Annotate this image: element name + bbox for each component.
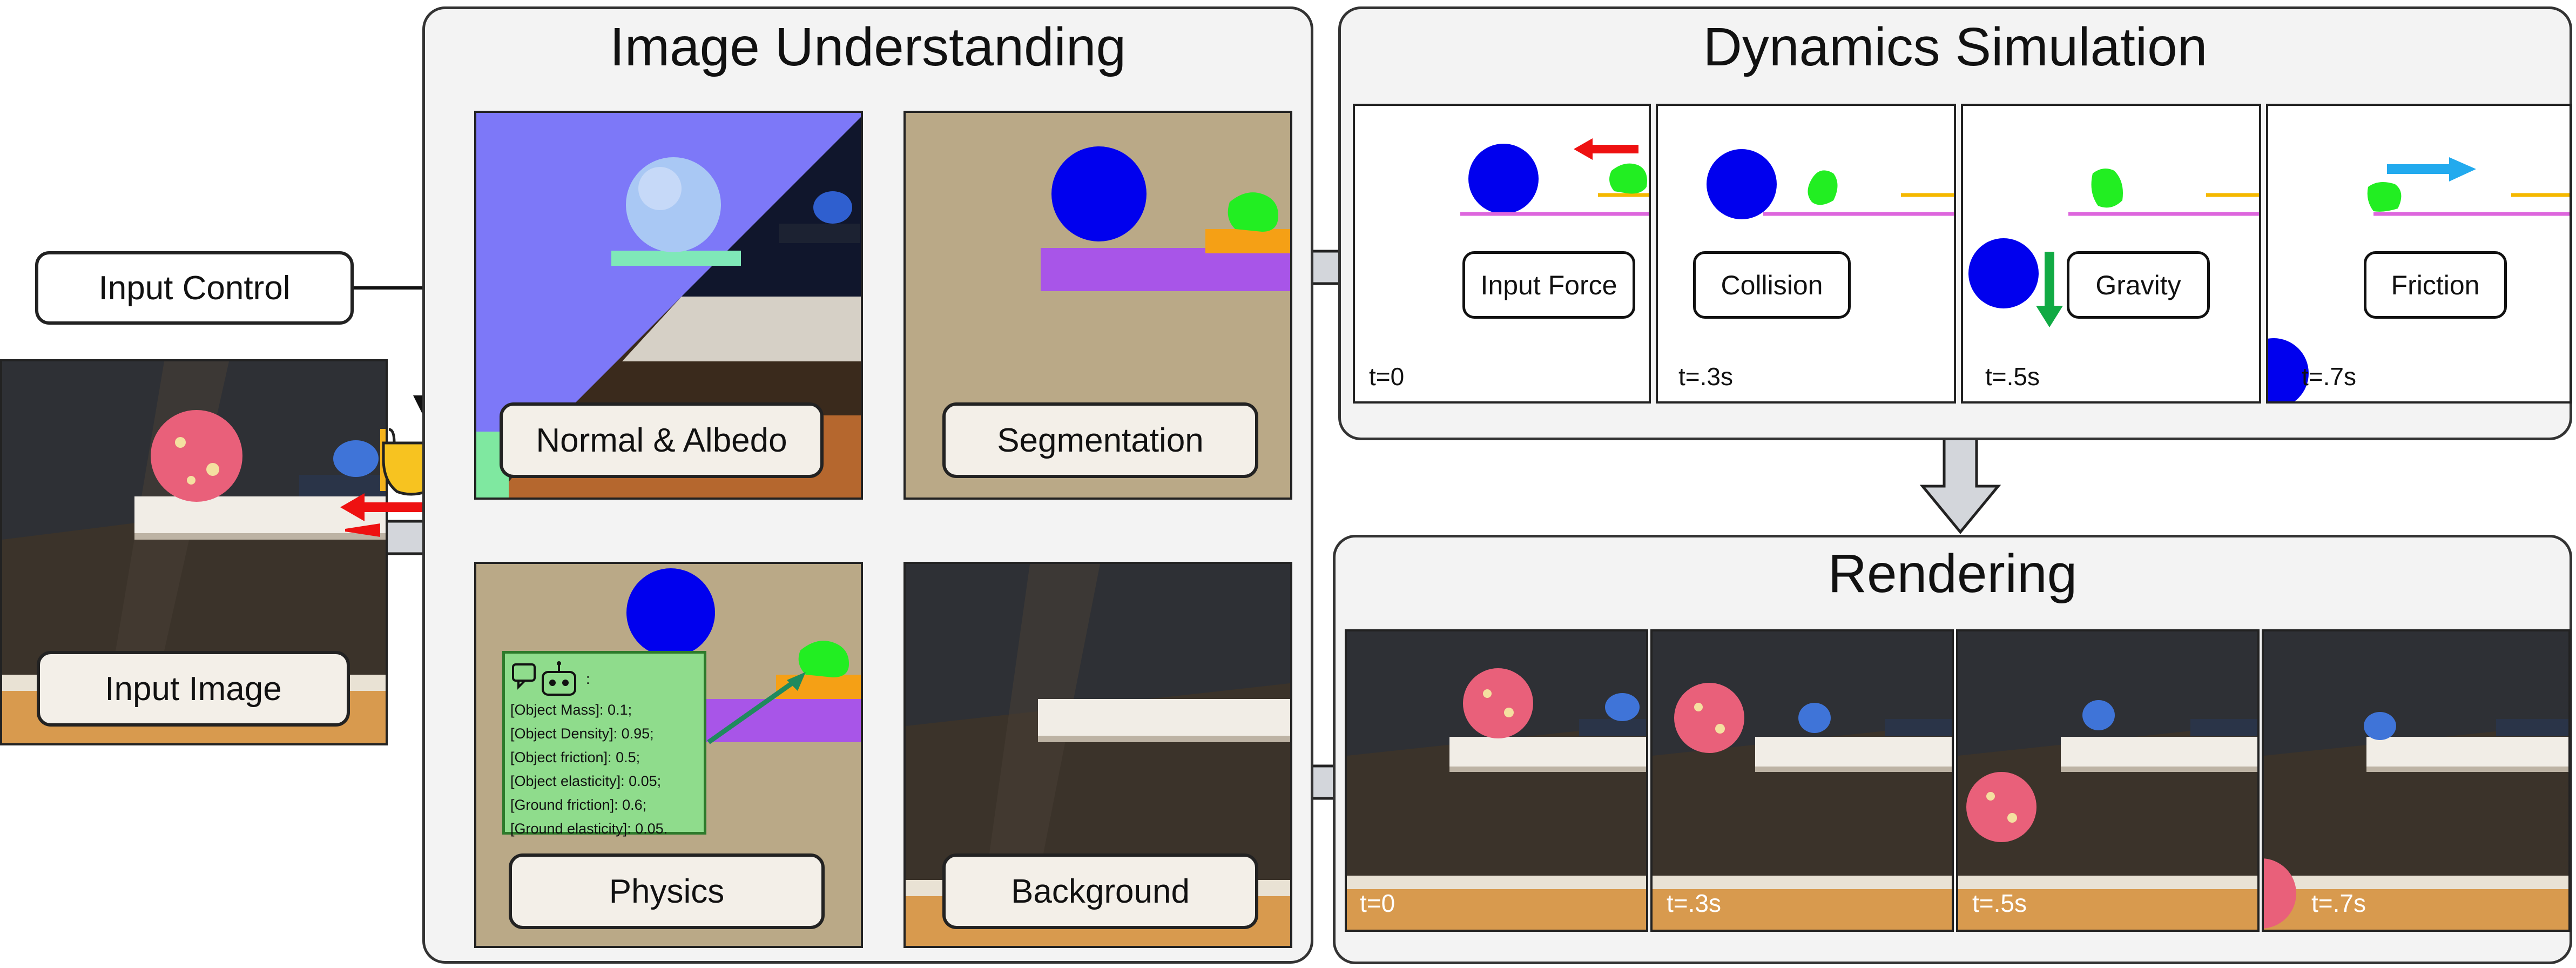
sim-label-input-force: Input Force (1462, 251, 1635, 319)
render-time-1: t=0 (1360, 889, 1395, 917)
dynamics-simulation-title: Dynamics Simulation (1703, 17, 2208, 77)
physics-param-ground-elasticity: [Ground elasticity]: 0.05. (510, 821, 668, 837)
sim-label-gravity: Gravity (2067, 251, 2210, 319)
normal-albedo-label: Normal & Albedo (500, 402, 824, 478)
render-frame-4 (2262, 629, 2571, 932)
render-time-2: t=.3s (1667, 889, 1722, 917)
render-frame-1 (1345, 629, 1648, 932)
physics-label: Physics (509, 853, 825, 929)
render-time-4: t=.7s (2311, 889, 2366, 917)
input-image-label: Input Image (37, 651, 350, 727)
input-force-arrow (340, 493, 440, 521)
physics-icon-suffix: : (586, 671, 590, 687)
sim-time-2: t=.3s (1678, 362, 1734, 391)
physics-robot-icon: : (510, 660, 698, 698)
segmentation-label: Segmentation (942, 402, 1258, 478)
physics-parameters-box: : [Object Mass]: 0.1; [Object Density]: … (502, 651, 706, 837)
image-understanding-title: Image Understanding (609, 17, 1127, 77)
physics-param-density: [Object Density]: 0.95; (510, 725, 654, 742)
background-label: Background (942, 853, 1258, 929)
render-frame-2 (1650, 629, 1954, 932)
sim-label-friction: Friction (2364, 251, 2507, 319)
sim-time-1: t=0 (1369, 362, 1405, 391)
physics-param-ground-friction: [Ground friction]: 0.6; (510, 797, 647, 813)
input-control-label: Input Control (35, 251, 354, 325)
sim-time-3: t=.5s (1985, 362, 2040, 391)
simulation-to-rendering-arrow (1919, 431, 2001, 534)
render-frame-3 (1956, 629, 2260, 932)
physics-param-object-friction: [Object friction]: 0.5; (510, 749, 640, 765)
rendering-title: Rendering (1828, 543, 2078, 604)
physics-param-object-elasticity: [Object elasticity]: 0.05; (510, 773, 662, 789)
render-time-3: t=.5s (1972, 889, 2027, 917)
physics-param-mass: [Object Mass]: 0.1; (510, 702, 632, 718)
sim-time-4: t=.7s (2302, 362, 2357, 391)
sim-label-collision: Collision (1693, 251, 1851, 319)
